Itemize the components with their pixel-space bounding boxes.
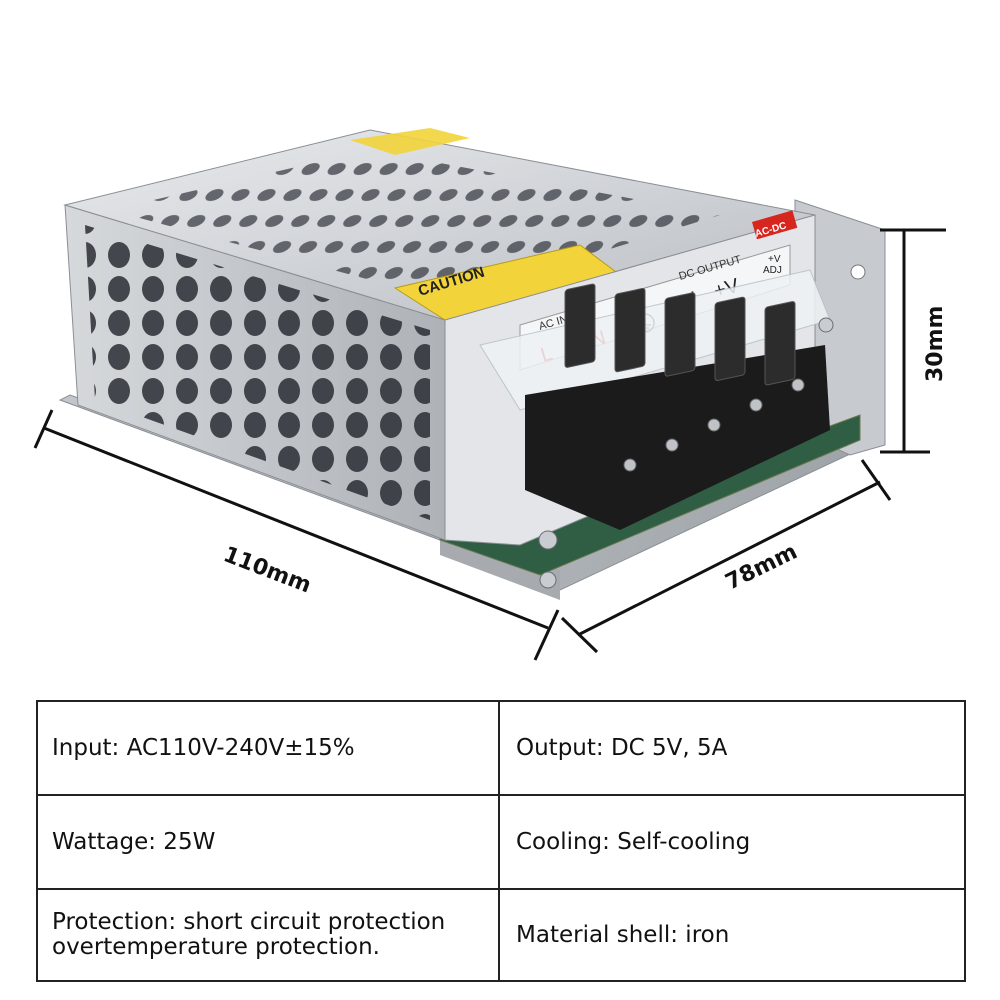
spec-protection-line2: overtemperature protection.	[52, 934, 380, 960]
dimension-height	[880, 228, 946, 454]
dimension-height-label: 30mm	[923, 306, 948, 382]
screw	[818, 317, 834, 333]
front-holes	[85, 225, 430, 520]
spec-cooling: Cooling: Self-cooling	[500, 796, 964, 890]
top-sticker	[350, 128, 470, 155]
svg-text:ADJ: ADJ	[763, 265, 782, 276]
svg-text:+V: +V	[768, 254, 781, 265]
spec-output: Output: DC 5V, 5A	[500, 702, 964, 796]
spec-protection: Protection: short circuit protection ove…	[38, 890, 500, 980]
power-supply-illustration: CAUTION AC INPUT L N DC OUTPUT -V +V AC-…	[33, 128, 948, 661]
dimension-width	[560, 459, 892, 654]
dimension-width-label: 78mm	[722, 539, 802, 595]
spec-wattage: Wattage: 25W	[38, 796, 500, 890]
screw	[539, 571, 557, 589]
spec-table: Input: AC110V-240V±15% Output: DC 5V, 5A…	[36, 700, 966, 982]
bracket-hole	[850, 264, 866, 280]
spec-input: Input: AC110V-240V±15%	[38, 702, 500, 796]
terminal-block	[525, 283, 830, 530]
screw	[538, 530, 558, 550]
spec-material: Material shell: iron	[516, 922, 730, 948]
spec-protection-line1: Protection: short circuit protection	[52, 909, 446, 935]
dimension-length-label: 110mm	[220, 542, 315, 598]
dimension-length	[33, 409, 560, 661]
top-holes	[110, 150, 720, 300]
